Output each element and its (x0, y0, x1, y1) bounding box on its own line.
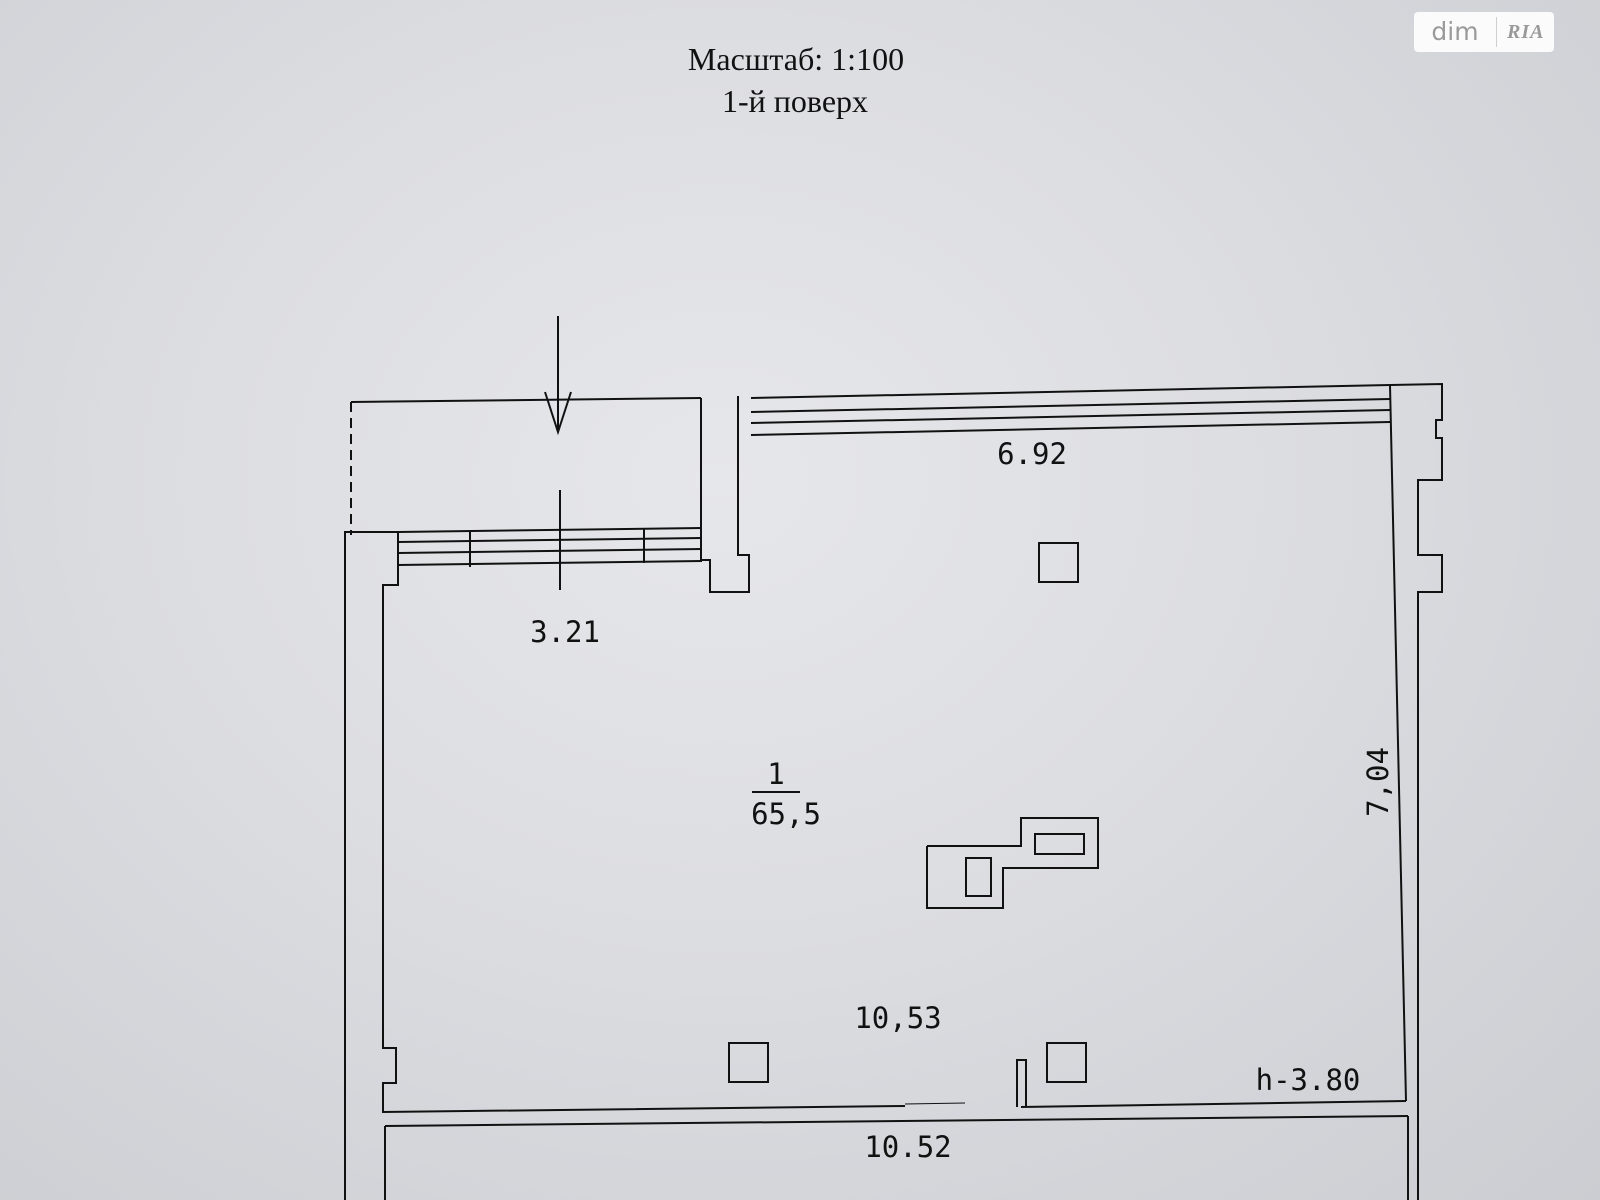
dimension-top-right: 6.92 (997, 437, 1067, 471)
dimension-bottom-outer: 10.52 (864, 1130, 951, 1164)
scale-label: Масштаб: 1:100 (687, 41, 905, 77)
left-wall (344, 531, 906, 1200)
bottom-wall-outer (384, 1115, 1409, 1127)
dimension-top-left: 3.21 (530, 615, 600, 649)
floor-label: 1-й поверх (721, 83, 869, 119)
bottom-wall-inner (1020, 1100, 1407, 1108)
right-wall-inner (1389, 384, 1407, 1102)
left-window (397, 490, 703, 590)
dimension-right: 7,04 (1361, 747, 1395, 817)
ventilation-shaft (926, 817, 1099, 909)
room-area: 65,5 (751, 797, 821, 831)
watermark-ria-logo: RIA (1507, 20, 1545, 43)
right-wall-outer (1389, 382, 1443, 1200)
column (1038, 542, 1079, 583)
wall-pier (700, 396, 750, 593)
ceiling-height-note: h-3.80 (1256, 1063, 1361, 1097)
room-number: 1 (767, 757, 784, 791)
entrance-arrow-icon (544, 316, 572, 436)
watermark-brand: dim (1414, 17, 1497, 47)
dimension-bottom-inner: 10,53 (854, 1001, 941, 1035)
dim-ria-watermark: dim RIA (1414, 12, 1554, 52)
vestibule-top-line (350, 397, 702, 403)
wall-stub (1016, 1059, 1027, 1107)
plan-header: Масштаб: 1:100 1-й поверх (0, 38, 1600, 122)
column (728, 1042, 769, 1083)
right-window (750, 384, 1391, 436)
column (1046, 1042, 1087, 1083)
